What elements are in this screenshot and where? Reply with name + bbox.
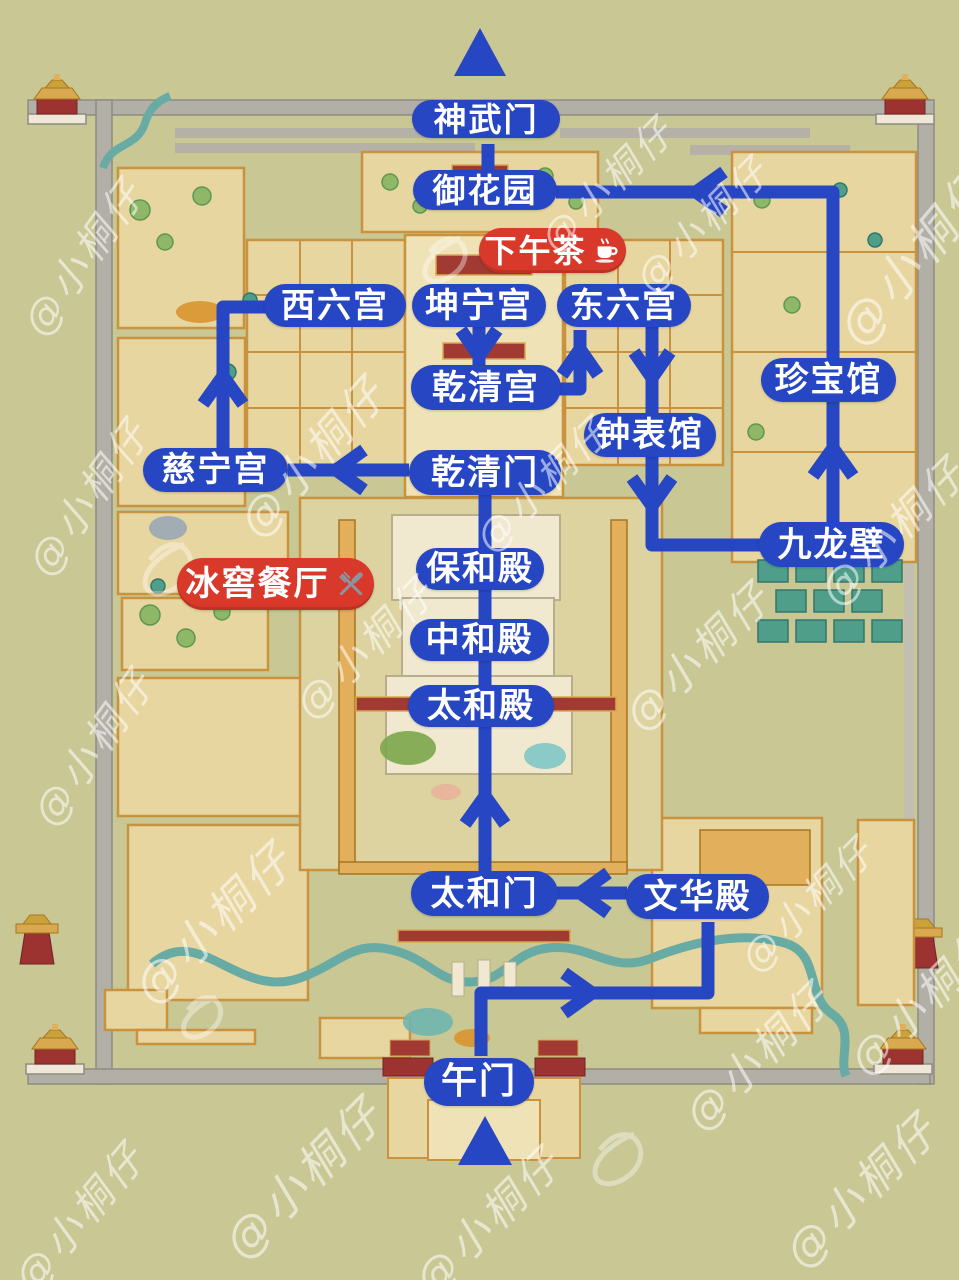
outer-wall — [27, 99, 935, 1085]
north-stream — [99, 92, 172, 170]
route-segment-jiulongbi-zhongbiaoguan — [645, 455, 766, 552]
route-stop-label: 珍宝馆 — [774, 360, 883, 400]
route-stop-baohedian: 保和殿 — [416, 548, 544, 590]
route-arrowheads — [197, 166, 859, 1019]
white-scribbles — [142, 235, 644, 1187]
arrowhead-left-into-yuhuayuan — [684, 166, 728, 218]
route-stop-kunninggong: 坤宁宫 — [412, 284, 546, 327]
food-stop-label: 冰窖餐厅 — [185, 564, 330, 604]
arrowhead-left-into-cininggong — [324, 444, 368, 496]
garden-trees — [129, 167, 883, 648]
service-buildings — [175, 128, 850, 155]
route-segment-yuhuayuan-zhenbaoguan — [556, 185, 840, 365]
arrowhead-down-into-zhongbiaoguan — [628, 348, 676, 390]
coffee-cup-icon — [594, 237, 618, 263]
arrowhead-up-into-dongliugong — [556, 337, 604, 379]
arrowhead-right-to-wenhuadian — [560, 967, 604, 1019]
fork-knife-icon — [338, 571, 363, 596]
route-stop-yuhuayuan: 御花园 — [413, 170, 557, 210]
route-stop-zhonghedian: 中和殿 — [410, 619, 549, 661]
route-stop-taihedian: 太和殿 — [408, 685, 554, 727]
route-stop-label: 中和殿 — [425, 620, 534, 660]
arrowhead-up-into-taihedian — [459, 784, 511, 828]
entrance-triangle-marker — [458, 1116, 512, 1165]
route-stop-qianqinggong: 乾清宫 — [411, 365, 561, 410]
route-stop-label: 太和殿 — [427, 686, 535, 726]
route-stop-wumen: 午门 — [424, 1058, 534, 1106]
route-stop-label: 午门 — [440, 1061, 517, 1102]
route-stop-zhenbaoguan: 珍宝馆 — [761, 358, 896, 402]
arrowhead-up-into-xiliugong — [197, 364, 249, 408]
meridian-gate-complex — [382, 1039, 586, 1161]
arrowhead-down-to-jiulongbi — [626, 474, 678, 518]
route-stop-label: 文华殿 — [643, 876, 752, 917]
route-stop-label: 神武门 — [433, 99, 539, 139]
route-segment-cininggong-xiliugong — [216, 300, 266, 450]
route-stop-xiliugong: 西六宫 — [264, 284, 406, 327]
route-stop-label: 御花园 — [432, 170, 538, 210]
qianlong-garden-grid — [757, 559, 903, 643]
route-stop-taihemen: 太和门 — [411, 871, 558, 916]
route-stop-label: 西六宫 — [281, 285, 389, 326]
route-stop-label: 乾清宫 — [432, 367, 540, 408]
arrowhead-up-into-zhenbaoguan — [807, 436, 859, 480]
arrowhead-down-into-qianqinggong — [455, 326, 503, 368]
route-stop-label: 坤宁宫 — [425, 285, 533, 326]
food-stop-icehouse-restaurant: 冰窖餐厅 — [177, 558, 374, 610]
route-stop-label: 保和殿 — [426, 549, 534, 589]
route-stop-shenwumen: 神武门 — [412, 100, 560, 138]
arrowhead-left-into-taihemen — [568, 867, 612, 919]
route-stop-label: 太和门 — [430, 873, 539, 914]
route-stop-wenhuadian: 文华殿 — [626, 874, 769, 919]
exit-triangle-marker — [454, 28, 506, 76]
